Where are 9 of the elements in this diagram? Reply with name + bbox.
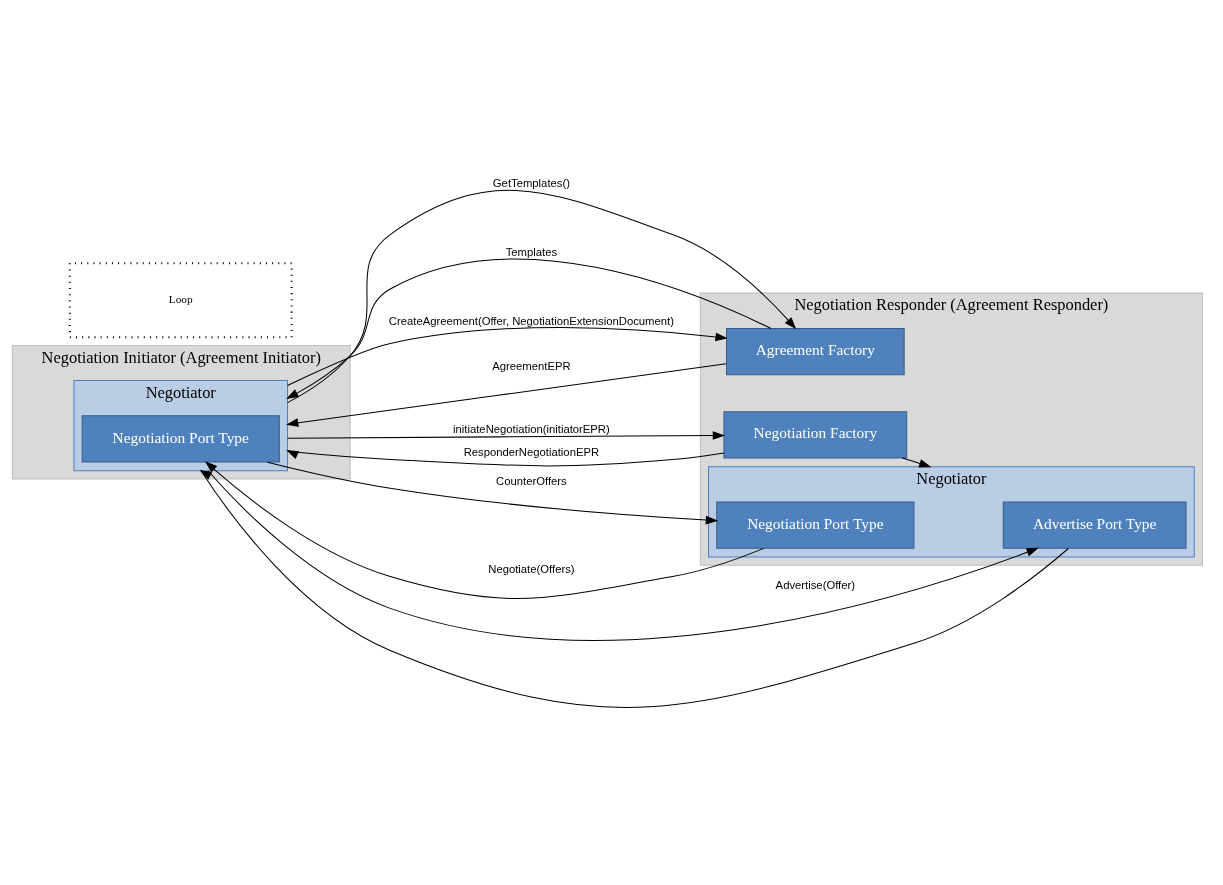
- edge-label: Negotiate(Offers): [488, 562, 575, 575]
- edge-label: AgreementEPR: [492, 359, 571, 372]
- edge-label: ResponderNegotiationEPR: [463, 445, 600, 458]
- edge-label: GetTemplates(): [492, 176, 570, 189]
- edge-label: initiateNegotiation(initiatorEPR): [453, 422, 610, 435]
- edge-label: CreateAgreement(Offer, NegotiationExtensionDocument): [388, 314, 674, 327]
- edge-label: CounterOffers: [496, 474, 567, 487]
- edge-label: Templates: [505, 245, 558, 258]
- edge-label: Advertise(Offer): [775, 578, 856, 591]
